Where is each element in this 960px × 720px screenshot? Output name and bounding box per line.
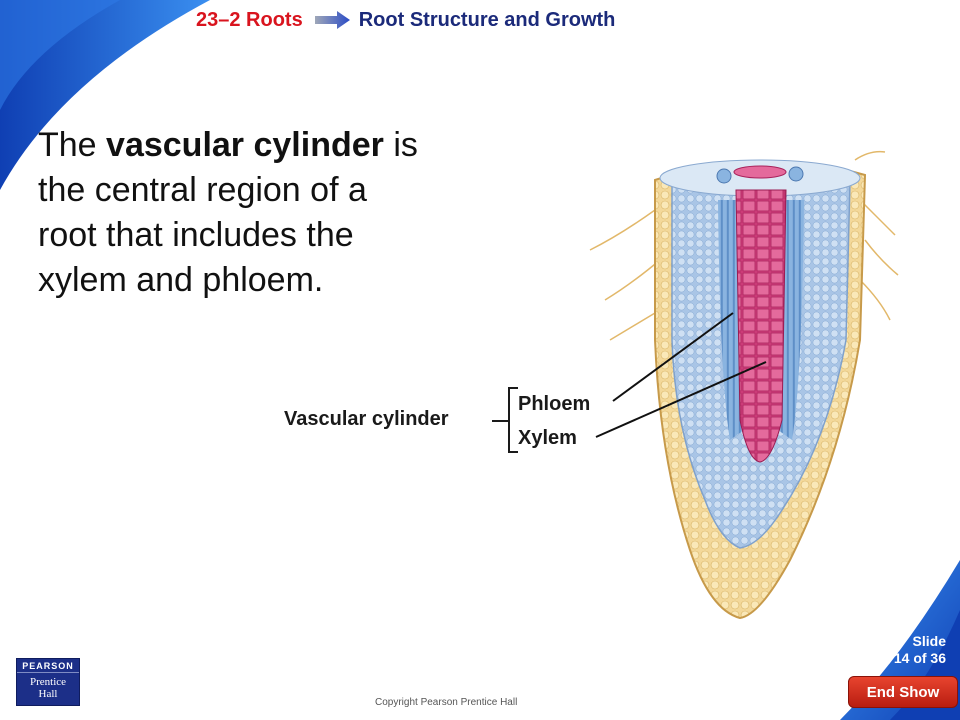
definition-text: The vascular cylinder is the central reg… (38, 123, 418, 303)
logo-imprint-line-1: Prentice (29, 676, 67, 688)
label-xylem: Xylem (518, 427, 577, 449)
section-title: 23–2 Roots (196, 8, 303, 31)
term-vascular-cylinder: vascular cylinder (106, 126, 384, 164)
copyright-notice: Copyright Pearson Prentice Hall (375, 697, 518, 708)
label-phloem: Phloem (518, 393, 591, 415)
topic-title: Root Structure and Growth (358, 8, 616, 31)
right-arrow-icon (314, 11, 350, 29)
logo-brand: PEARSON (17, 659, 79, 673)
root-cross-section-illustration (589, 150, 899, 620)
end-show-button[interactable]: End Show (848, 676, 958, 708)
logo-imprint: Prentice Hall (17, 673, 79, 700)
slide-counter: Slide 14 of 36 (894, 633, 946, 667)
label-bracket (508, 387, 518, 453)
slide-header: 23–2 Roots Root Structure and Growth (196, 7, 615, 33)
label-vascular-cylinder: Vascular cylinder (284, 408, 449, 430)
slide-label: Slide (912, 633, 946, 649)
bracket-stub (492, 420, 508, 422)
logo-imprint-line-2: Hall (38, 688, 58, 700)
slide-number: 14 of 36 (893, 650, 946, 666)
pearson-prentice-hall-logo: PEARSON Prentice Hall (16, 658, 80, 706)
text-part-1: The (38, 126, 107, 164)
text-part-2: is the central region of a root that inc… (38, 126, 418, 299)
